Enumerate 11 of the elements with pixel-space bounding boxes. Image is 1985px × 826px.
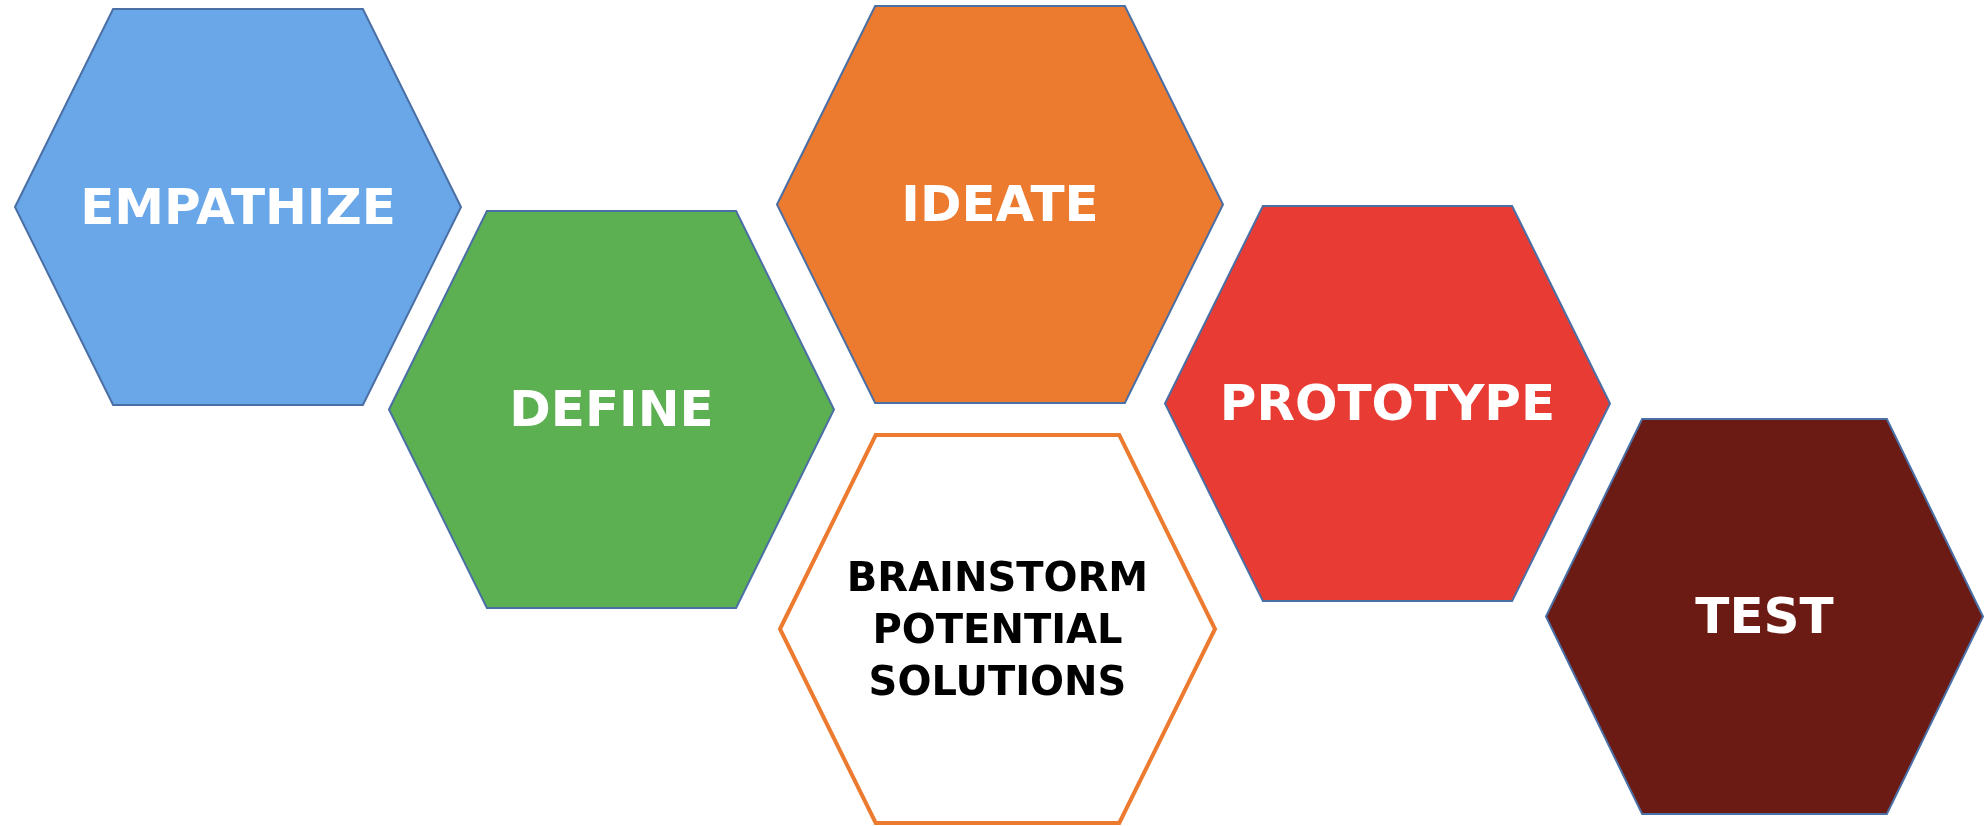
- stage-label: EMPATHIZE: [80, 176, 396, 238]
- stage-label: TEST: [1695, 586, 1834, 647]
- stage-label: BRAINSTORM POTENTIAL SOLUTIONS: [845, 553, 1150, 706]
- hexagon: [1165, 206, 1610, 601]
- hexagon: [780, 435, 1215, 823]
- stage-label: PROTOTYPE: [1219, 373, 1556, 434]
- stage-label: IDEATE: [901, 174, 1099, 235]
- stage-label: DEFINE: [509, 379, 714, 440]
- hexagon: [15, 9, 461, 405]
- hexagon: [777, 6, 1223, 403]
- hexagon: [1546, 419, 1983, 814]
